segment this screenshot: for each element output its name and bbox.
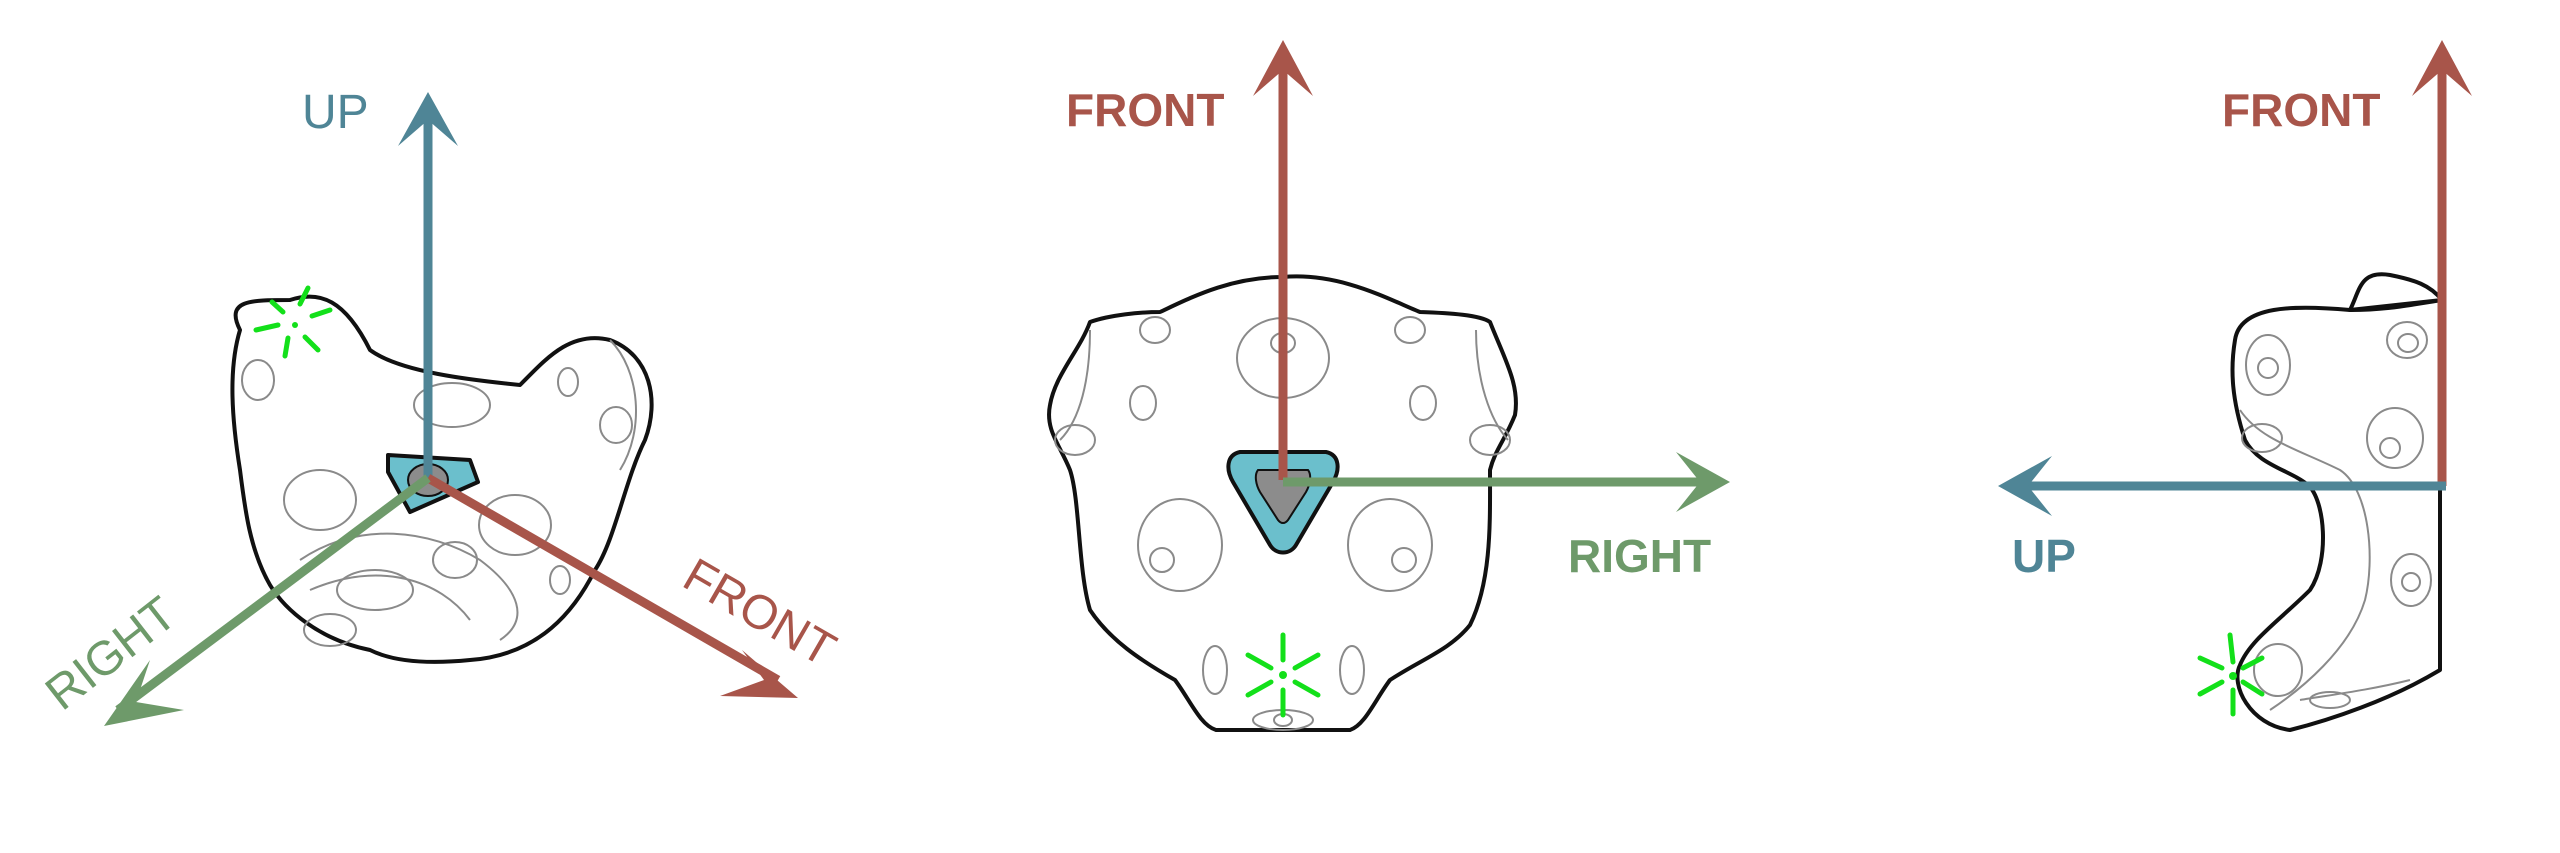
dimple [1129, 385, 1157, 421]
side-view: FRONT UP [1998, 40, 2472, 732]
dimple [599, 406, 633, 444]
front-arrow-side [2412, 40, 2472, 486]
dimple [1137, 498, 1223, 592]
dimple [1469, 424, 1511, 456]
dimple [2379, 437, 2401, 459]
right-arrow-top [1283, 452, 1730, 512]
dimple [303, 613, 357, 647]
led-iso [253, 285, 333, 359]
groove [2239, 409, 2371, 711]
led-side [2197, 632, 2265, 717]
dimple [1347, 498, 1433, 592]
dimple [1391, 547, 1417, 573]
front-arrow-top [1253, 40, 1313, 480]
up-label-iso: UP [302, 86, 369, 139]
front-arrow-iso [425, 474, 798, 698]
dimple [2386, 321, 2428, 359]
dimple [2401, 572, 2421, 592]
dimple [2397, 333, 2419, 353]
top-view: FRONT RIGHT [1047, 40, 1730, 732]
front-label-side: FRONT [2222, 84, 2380, 136]
dimple [413, 382, 491, 428]
dimple [1054, 424, 1096, 456]
dimple [1202, 645, 1228, 695]
dimple [2390, 553, 2432, 607]
dimple [1149, 547, 1175, 573]
dimple [283, 469, 357, 531]
dimple [478, 494, 552, 556]
dimple [2309, 691, 2351, 709]
up-arrow-side [1998, 456, 2446, 516]
dimple [1409, 385, 1437, 421]
led-top [1245, 632, 1321, 718]
dimple [557, 367, 579, 397]
dimple [2241, 423, 2283, 453]
dimple [1339, 645, 1365, 695]
groove [609, 339, 637, 471]
right-label-iso: RIGHT [36, 587, 186, 721]
right-arrow-iso [104, 474, 431, 726]
dimple [336, 569, 414, 611]
dimple [2245, 334, 2291, 396]
dimple [2253, 643, 2303, 697]
isometric-view: UP FRONT RIGHT [36, 86, 844, 726]
groove [1059, 329, 1091, 441]
dimple [1139, 316, 1171, 344]
up-arrow-iso [398, 92, 458, 478]
up-label-side: UP [2012, 530, 2076, 582]
dimple [432, 541, 478, 579]
tracker-body-side [2230, 298, 2444, 732]
front-label-top: FRONT [1066, 84, 1224, 136]
dimple [2366, 407, 2424, 469]
dimple [2257, 357, 2279, 379]
tracker-top-bump [2348, 272, 2444, 312]
front-label-iso: FRONT [675, 549, 845, 678]
groove [1475, 329, 1509, 441]
dimple [241, 359, 275, 401]
right-label-top: RIGHT [1568, 530, 1711, 582]
dimple [549, 565, 571, 595]
dimple [1394, 316, 1426, 344]
